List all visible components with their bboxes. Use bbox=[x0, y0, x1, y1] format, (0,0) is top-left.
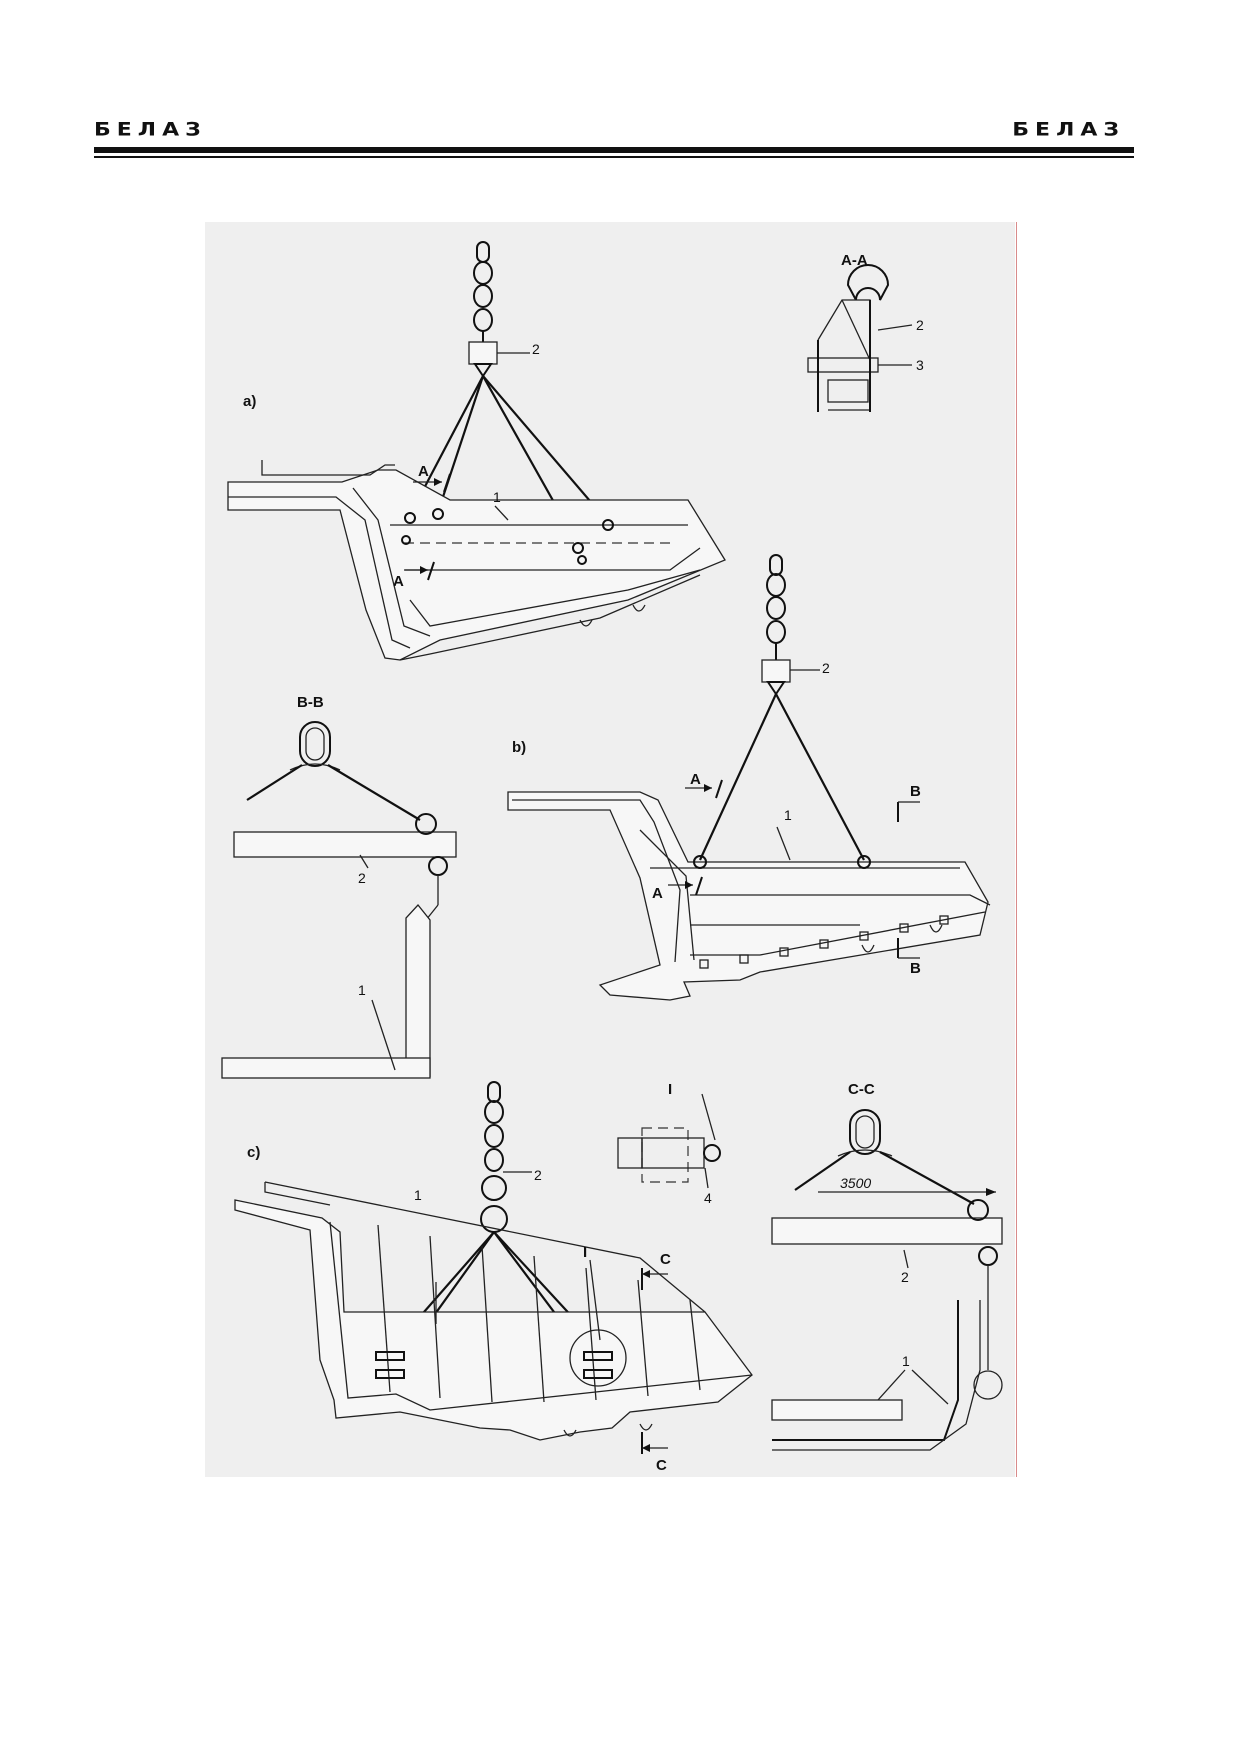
section-a-label-b-top: A bbox=[690, 771, 701, 788]
belaz-logo-left: БЕЛАЗ bbox=[94, 119, 207, 141]
callout-2-c: 2 bbox=[534, 1167, 542, 1183]
section-b-label-bottom: B bbox=[910, 960, 921, 977]
view-c-label: c) bbox=[247, 1144, 260, 1161]
rib-row-b bbox=[699, 915, 949, 969]
detail-i-marker: I bbox=[583, 1244, 587, 1261]
header-rule-thin bbox=[94, 156, 1134, 158]
section-aa-title: A-A bbox=[841, 252, 868, 269]
belaz-logo-right: БЕЛАЗ bbox=[1012, 119, 1125, 141]
view-b-label: b) bbox=[512, 739, 526, 756]
section-cc-callout-2: 2 bbox=[901, 1269, 909, 1285]
view-a-label: a) bbox=[243, 393, 256, 410]
detail-i: I 4 bbox=[617, 1081, 721, 1206]
detail-circle-i bbox=[569, 1329, 627, 1387]
section-b-label-top: B bbox=[910, 783, 921, 800]
detail-i-callout-4: 4 bbox=[704, 1190, 712, 1206]
rib-lines-c bbox=[377, 1224, 701, 1403]
section-bb: B-B 2 1 bbox=[221, 694, 457, 1079]
traverse-block-a bbox=[468, 341, 498, 365]
lifting-chain-c bbox=[480, 1081, 508, 1233]
section-cc-title: C-C bbox=[848, 1081, 875, 1098]
dimension-3500: 3500 bbox=[840, 1175, 871, 1191]
lifting-chain-b bbox=[766, 554, 786, 660]
section-a-label-b-bottom: A bbox=[652, 885, 663, 902]
callout-2-b: 2 bbox=[822, 660, 830, 676]
lifting-chain-a bbox=[473, 241, 493, 342]
section-a-bottom-label: A bbox=[393, 573, 404, 590]
section-c-label-bottom: C bbox=[656, 1457, 667, 1474]
dump-body-b bbox=[507, 791, 991, 1001]
lugs-left-c bbox=[375, 1351, 405, 1379]
callout-2-a: 2 bbox=[532, 341, 540, 357]
callout-1-a: 1 bbox=[493, 489, 501, 505]
margin-line bbox=[1016, 222, 1017, 1477]
section-cc-callout-1: 1 bbox=[902, 1353, 910, 1369]
dump-body-c bbox=[234, 1181, 753, 1441]
traverse-block-b bbox=[761, 659, 791, 683]
view-c: 2 bbox=[234, 1081, 753, 1474]
view-b: 2 bbox=[507, 554, 991, 1001]
dump-body-a bbox=[227, 460, 726, 661]
detail-i-title: I bbox=[668, 1081, 672, 1098]
section-c-label-top: C bbox=[660, 1251, 671, 1268]
section-aa: A-A 2 3 bbox=[807, 252, 924, 412]
lugs-right-c bbox=[583, 1351, 613, 1379]
callout-1-b: 1 bbox=[784, 807, 792, 823]
section-aa-callout-3: 3 bbox=[916, 357, 924, 373]
callout-1-c: 1 bbox=[414, 1187, 422, 1203]
header-rule-thick bbox=[94, 147, 1134, 153]
section-aa-callout-2: 2 bbox=[916, 317, 924, 333]
section-a-top-label: A bbox=[418, 463, 429, 480]
section-cc: C-C 3500 2 1 bbox=[771, 1081, 1003, 1451]
section-bb-callout-1: 1 bbox=[358, 982, 366, 998]
section-bb-callout-2: 2 bbox=[358, 870, 366, 886]
view-a: 2 A bbox=[227, 241, 726, 661]
section-bb-title: B-B bbox=[297, 694, 324, 711]
